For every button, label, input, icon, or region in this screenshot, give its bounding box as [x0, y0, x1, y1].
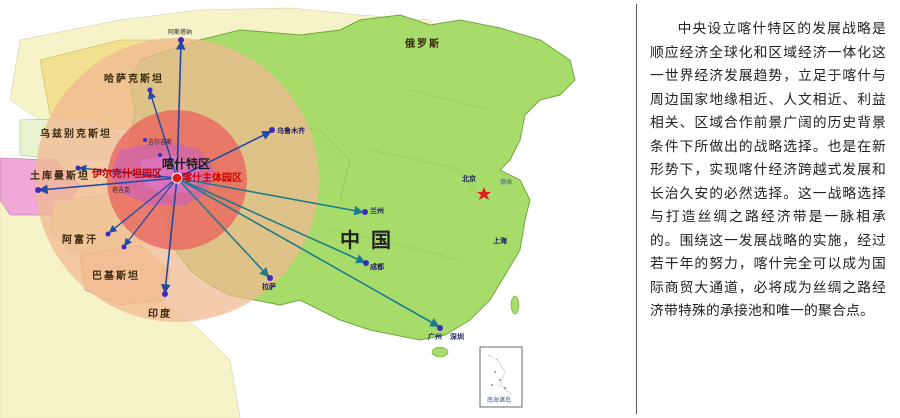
map-svg	[0, 7, 576, 418]
arrow-to-astana	[175, 40, 186, 179]
label-uzbekistan: 乌兹别克斯坦	[40, 129, 112, 140]
label-kyrgyz: 吉尔吉斯	[148, 139, 173, 146]
map-panel: 阿斯塔纳 哈萨克斯坦 俄罗斯 乌兹别克斯坦 土库曼斯坦 阿富汗 巴基斯坦 印度 …	[0, 7, 576, 418]
city-markers	[35, 37, 443, 331]
hainan-island	[431, 346, 449, 358]
label-shanghai: 上海	[493, 237, 507, 245]
label-kashgar-main-park: 喀什主体园区	[182, 173, 242, 184]
label-pakistan: 巴基斯坦	[92, 271, 140, 282]
south-sea-inset	[479, 346, 523, 408]
arrow-to-lanzhou	[176, 177, 364, 216]
beijing-star	[477, 187, 491, 200]
label-turkmenistan: 土库曼斯坦	[30, 171, 90, 182]
label-kashgar-zone: 喀什特区	[162, 157, 211, 171]
arrow-to-southwest-2	[124, 177, 178, 247]
vertical-divider	[636, 4, 637, 414]
label-beijing: 北京	[462, 175, 476, 183]
arrow-to-south	[161, 177, 178, 294]
label-south-sea-islands: 南海诸岛	[487, 397, 512, 404]
arrow-to-west	[38, 177, 178, 195]
label-kazakhstan: 哈萨克斯坦	[104, 74, 164, 85]
label-china: 中 国	[340, 228, 393, 252]
label-tajik: 塔吉克	[112, 187, 131, 194]
taiwan-island	[510, 295, 520, 315]
radial-arrows	[38, 40, 440, 327]
label-bohai: 渤海	[500, 179, 513, 186]
label-lhasa: 拉萨	[262, 283, 276, 291]
label-lanzhou: 兰州	[370, 207, 384, 215]
label-guangzhou: 广州	[428, 333, 442, 341]
label-russia: 俄罗斯	[405, 39, 441, 50]
label-afghanistan: 阿富汗	[62, 235, 98, 246]
text-panel: 中央设立喀什特区的发展战略是顺应经济全球化和区域经济一体化这一世界经济发展趋势，…	[650, 18, 886, 408]
arrow-to-southwest	[108, 177, 178, 233]
arrow-to-lhasa	[176, 177, 270, 278]
label-chengdu: 成都	[370, 263, 384, 271]
article-body: 中央设立喀什特区的发展战略是顺应经济全球化和区域经济一体化这一世界经济发展趋势，…	[650, 21, 886, 319]
label-india: 印度	[148, 309, 172, 320]
arrow-to-urumqi	[176, 131, 272, 179]
label-shenzhen: 深圳	[450, 333, 464, 341]
label-urumqi: 乌鲁木齐	[277, 127, 305, 135]
arrow-to-north-2	[148, 90, 178, 179]
kashgar-hub	[171, 172, 183, 184]
arrow-to-guangzhou	[176, 177, 440, 327]
label-yiergeshitan-park: 伊尔克什坦园区	[92, 169, 162, 180]
arrow-to-chengdu	[176, 177, 366, 264]
arrow-to-west-2	[78, 164, 178, 179]
label-astana: 阿斯塔纳	[168, 29, 193, 36]
